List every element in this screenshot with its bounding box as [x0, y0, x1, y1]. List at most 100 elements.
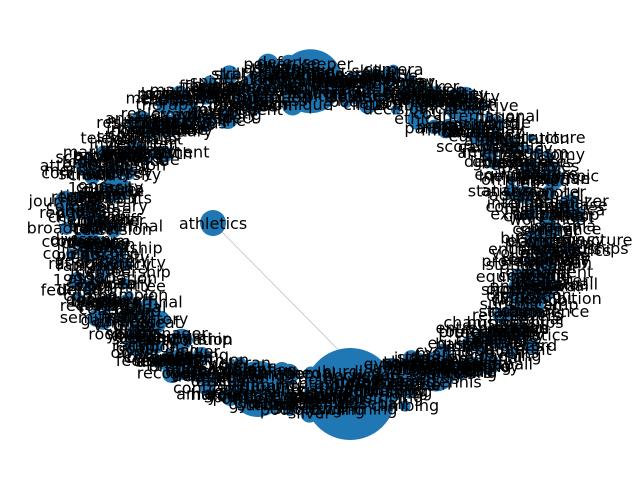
node-label: brand	[186, 107, 233, 126]
node-label: marketing	[150, 81, 232, 100]
node-label: student	[69, 237, 130, 256]
node-label: analyst	[514, 264, 572, 283]
node-label: development	[198, 78, 304, 97]
graph-node	[484, 360, 498, 373]
graph-node	[91, 201, 102, 212]
node-label: playoff	[86, 210, 142, 229]
graph-node	[105, 222, 122, 238]
graph-node	[515, 303, 531, 319]
node-label: rookie	[88, 325, 137, 344]
node-label: professional	[438, 322, 535, 341]
node-label: injury	[171, 354, 216, 373]
node-label: national	[406, 355, 471, 374]
node-label: climbing	[227, 375, 295, 394]
node-label: final	[97, 216, 131, 235]
node-label: america	[540, 200, 605, 219]
graph-node	[312, 85, 335, 108]
graph-node	[484, 112, 493, 121]
node-label: players	[503, 306, 562, 325]
node-label: lane	[442, 123, 476, 142]
node-label: champion	[48, 208, 127, 227]
node-label: linesman	[519, 253, 592, 272]
node-label: academy	[119, 327, 192, 346]
node-label: gymnastics	[363, 355, 454, 374]
node-label: results	[378, 360, 432, 379]
graph-node	[460, 336, 477, 353]
node-label: football	[516, 257, 576, 276]
node-label: fitness	[255, 91, 308, 110]
node-label: marketing	[63, 143, 145, 162]
graph-node	[346, 367, 357, 377]
graph-node	[122, 144, 139, 161]
node-label: karate	[263, 390, 314, 409]
node-label: course	[441, 122, 494, 141]
node-label: pool	[329, 92, 363, 111]
node-label: regional	[524, 276, 589, 295]
graph-node	[292, 63, 314, 85]
node-label: basketball	[516, 274, 598, 293]
node-label: 1990s	[68, 178, 117, 197]
node-label: replay	[121, 104, 171, 123]
graph-node	[280, 54, 298, 72]
graph-node	[524, 256, 535, 267]
node-label: swimming	[316, 399, 398, 418]
node-label: skating	[378, 372, 436, 391]
node-label: agility	[243, 59, 292, 78]
graph-node	[131, 297, 141, 307]
node-label: arena	[98, 179, 144, 198]
node-label: title	[70, 291, 101, 310]
node-label: running	[363, 380, 425, 399]
node-label: goal	[116, 339, 150, 358]
node-label: festival	[504, 200, 562, 219]
node-label: college	[68, 152, 125, 171]
graph-node	[119, 278, 131, 289]
node-label: discus	[196, 372, 246, 391]
node-label: defense	[257, 53, 321, 72]
node-label: seminar	[501, 309, 566, 328]
node-label: club	[234, 393, 268, 412]
node-label: striker	[409, 77, 460, 96]
node-label: 1990s	[53, 271, 102, 290]
node-label: conference	[79, 151, 168, 170]
node-label: offense	[401, 91, 460, 110]
node-label: ring	[337, 69, 368, 88]
node-label: sponsors	[466, 331, 537, 350]
node-label: defense	[397, 85, 461, 104]
node-label: tactics	[250, 68, 303, 87]
graph-node	[347, 88, 364, 105]
graph-node	[78, 202, 97, 221]
node-label: africa	[513, 205, 558, 224]
node-label: draw	[62, 233, 102, 252]
node-label: ring	[431, 116, 462, 135]
node-label: ban	[164, 346, 194, 365]
node-label: cricket	[456, 330, 509, 349]
node-label: sponsors	[362, 372, 433, 391]
node-label: trophy	[381, 355, 433, 374]
node-label: throwing	[333, 371, 403, 390]
node-label: team	[133, 351, 175, 370]
node-label: hammer	[314, 380, 382, 399]
node-label: clinic	[503, 206, 544, 225]
node-label: spirit	[329, 88, 369, 107]
node-label: victory	[80, 243, 135, 262]
node-label: contract	[173, 379, 239, 398]
node-label: mat	[433, 117, 465, 136]
node-label: baseball	[435, 335, 502, 354]
node-label: staff	[513, 159, 549, 178]
node-label: endurance	[212, 88, 297, 107]
node-label: tournament	[439, 322, 533, 341]
node-label: pool	[452, 95, 486, 114]
node-label: university	[70, 248, 149, 267]
graph-node	[110, 241, 124, 255]
graph-node	[506, 347, 518, 359]
node-label: legacy	[500, 139, 553, 158]
node-label: attendance	[40, 156, 131, 175]
node-label: circuit	[444, 122, 493, 141]
graph-node	[162, 349, 178, 365]
graph-node	[381, 357, 403, 379]
graph-node	[387, 64, 400, 76]
node-label: captain	[231, 380, 290, 399]
node-label: equality	[423, 85, 488, 104]
node-label: quarterfinal	[89, 292, 183, 311]
node-label: tourism	[507, 143, 568, 162]
